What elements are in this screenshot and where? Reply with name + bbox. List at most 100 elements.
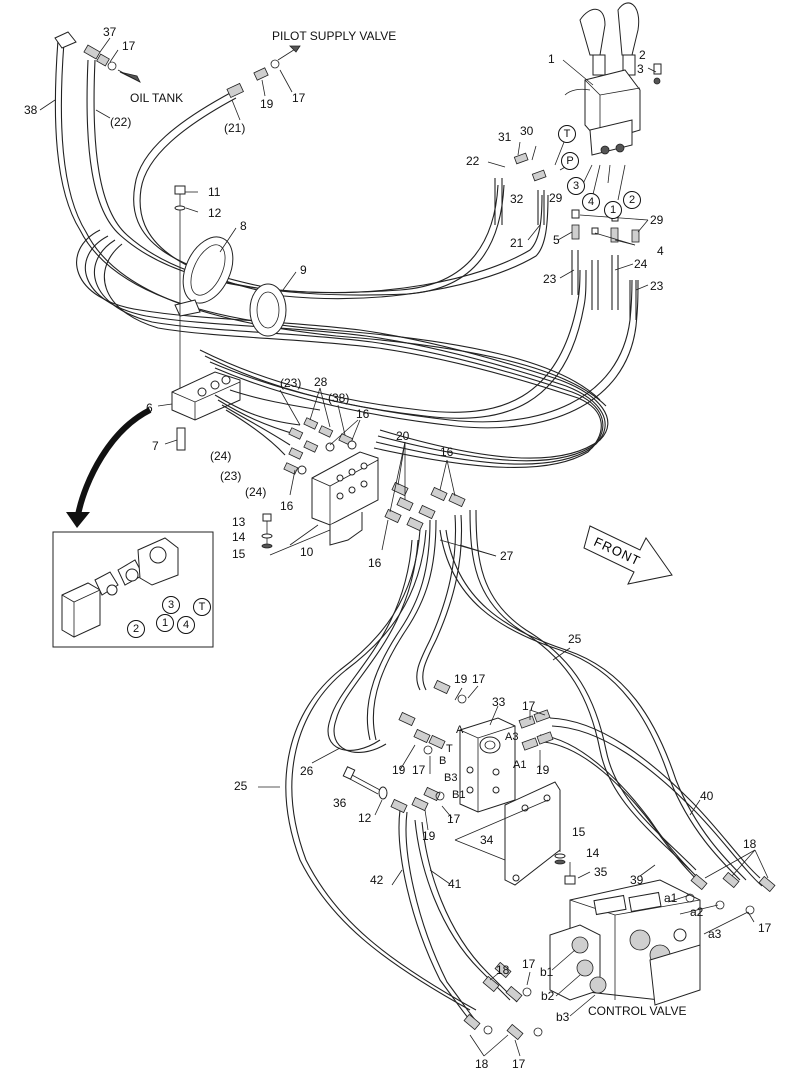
part-number-20: 20 (396, 429, 410, 443)
part-number-16: 16 (368, 556, 382, 570)
part-number-8: 8 (240, 219, 247, 233)
part-number-14: 14 (586, 846, 600, 860)
part-number-30: 30 (520, 124, 534, 138)
inset-marker-2: 2 (127, 620, 145, 638)
part-number-17: 17 (522, 957, 536, 971)
hoses-39-40 (539, 717, 763, 888)
part-number-29: 29 (549, 191, 563, 205)
fittings-cluster (283, 417, 357, 475)
part-number-17: 17 (447, 812, 461, 826)
part-number-24: 24 (634, 257, 648, 271)
inset-marker-T: T (193, 598, 211, 616)
part-number-32: 32 (510, 192, 524, 206)
fittings-18 (463, 871, 776, 1041)
inset-marker-4: 4 (177, 616, 195, 634)
part-number-25: 25 (234, 779, 248, 793)
port-label-a3: a3 (708, 927, 722, 941)
port-label-T: T (446, 743, 453, 755)
port-label-a2: a2 (690, 905, 704, 919)
part-number-19: 19 (536, 763, 550, 777)
part-number-19: 19 (422, 829, 436, 843)
part-number-37: 37 (103, 25, 117, 39)
circled-marker-1: 1 (604, 201, 622, 219)
part-number-16: 16 (356, 407, 370, 421)
part-number-18: 18 (475, 1057, 489, 1071)
part-number-13: 13 (232, 515, 246, 529)
part-number-23-ref: (23) (220, 469, 242, 483)
clamp-8 (174, 236, 234, 317)
part-number-3: 3 (637, 62, 644, 76)
oil-tank-label: OIL TANK (130, 91, 184, 105)
circled-marker-3: 3 (567, 177, 585, 195)
part-number-23: 23 (543, 272, 557, 286)
part-number-14: 14 (232, 530, 246, 544)
control-valve (549, 879, 701, 1006)
hose-25 (439, 529, 747, 881)
part-number-17: 17 (292, 91, 306, 105)
port-label-B1: B1 (452, 789, 466, 801)
part-number-24-ref: (24) (245, 485, 267, 499)
pilot-supply-valve-label: PILOT SUPPLY VALVE (272, 29, 397, 43)
port-label-A1: A1 (513, 759, 527, 771)
part-number-17: 17 (412, 763, 426, 777)
circled-marker-T: T (558, 125, 576, 143)
part-number-6: 6 (146, 401, 153, 415)
part-number-19: 19 (260, 97, 274, 111)
part-number-17: 17 (522, 699, 536, 713)
part-number-18: 18 (496, 963, 510, 977)
port-label-B: B (439, 755, 447, 767)
inset-arrow (66, 407, 152, 528)
part-number-40: 40 (700, 789, 714, 803)
hoses-41-42 (398, 809, 518, 1023)
part-number-5: 5 (553, 233, 560, 247)
part-number-21: 21 (510, 236, 524, 250)
valve-fittings (390, 679, 554, 814)
inset-marker-1: 1 (156, 614, 174, 632)
part-number-36: 36 (333, 796, 347, 810)
part-number-15: 15 (572, 825, 586, 839)
fittings-20 (384, 481, 466, 532)
bolt-35 (554, 853, 576, 885)
bracket-10 (311, 451, 379, 546)
control-valve-label: CONTROL VALVE (588, 1004, 687, 1018)
supply-fittings (226, 45, 301, 99)
pin-7 (176, 427, 186, 451)
part-number-17: 17 (512, 1057, 526, 1071)
part-number-11: 11 (208, 185, 221, 199)
circled-marker-P: P (561, 152, 579, 170)
part-number-22: 22 (466, 154, 480, 168)
part-number-29: 29 (650, 213, 664, 227)
part-number-17: 17 (472, 672, 486, 686)
hoses-to-bracket (214, 389, 321, 456)
front-arrow (583, 525, 673, 585)
part-number-25: 25 (568, 632, 582, 646)
tank-fittings (54, 31, 141, 83)
hoses-27 (285, 509, 697, 1011)
part-number-17: 17 (122, 39, 136, 53)
part-number-35: 35 (594, 865, 608, 879)
part-number-10: 10 (300, 545, 314, 559)
port-label-B3: B3 (444, 772, 458, 784)
port-label-a1: a1 (664, 891, 678, 905)
part-number-16: 16 (280, 499, 294, 513)
port-label-b3: b3 (556, 1010, 570, 1024)
part-number-2: 2 (639, 48, 646, 62)
part-number-1: 1 (548, 52, 555, 66)
part-number-15: 15 (232, 547, 246, 561)
part-number-26: 26 (300, 764, 314, 778)
part-number-7: 7 (152, 439, 159, 453)
port-label-b2: b2 (541, 989, 555, 1003)
part-number-42: 42 (370, 873, 384, 887)
bolt-36 (342, 766, 388, 800)
port-label-A: A (456, 724, 464, 736)
part-number-22-ref: (22) (110, 115, 132, 129)
leader-lines (39, 37, 769, 1057)
circled-marker-2: 2 (623, 191, 641, 209)
part-number-23-ref: (23) (280, 376, 302, 390)
pilot-hoses (494, 178, 637, 320)
part-number-38-ref: (38) (328, 391, 350, 405)
part-number-17: 17 (758, 921, 772, 935)
part-number-27: 27 (500, 549, 514, 563)
part-number-41: 41 (448, 877, 462, 891)
